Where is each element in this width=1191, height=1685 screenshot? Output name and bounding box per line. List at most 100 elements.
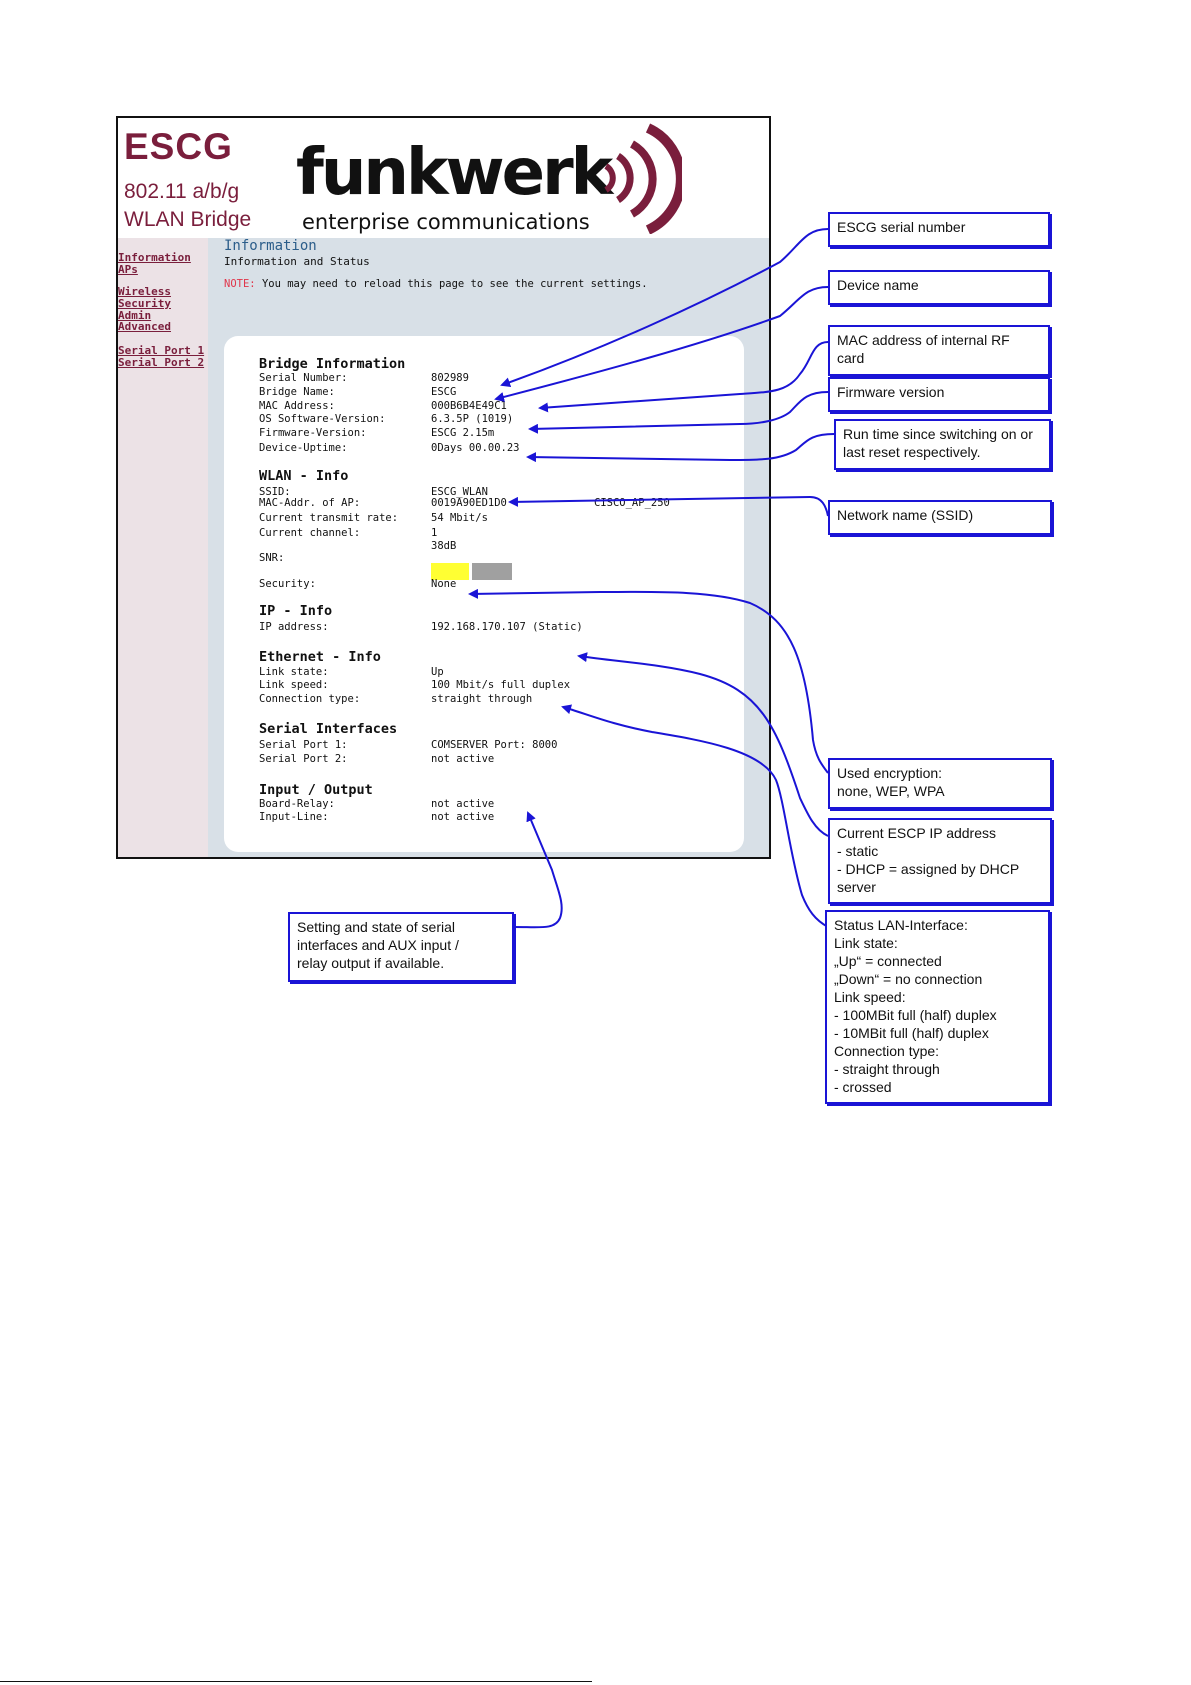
ip-address-value: 192.168.170.107 (Static)	[431, 621, 583, 633]
snr-bar-strength	[431, 563, 469, 580]
radio-waves-icon	[604, 123, 682, 234]
callout-serial-number: ESCG serial number	[828, 212, 1050, 247]
logo-tagline: enterprise communications	[302, 210, 590, 234]
callout-line: server	[837, 879, 876, 895]
nav-serial-port-2[interactable]: Serial Port 2	[118, 356, 205, 369]
board-relay-label: Board-Relay:	[259, 798, 335, 810]
callout-line: - DHCP = assigned by DHCP	[837, 861, 1020, 877]
security-value: None	[431, 578, 457, 590]
callout-mac-address: MAC address of internal RF card	[828, 325, 1050, 376]
callout-lan-status: Status LAN-Interface: Link state: „Up“ =…	[825, 910, 1050, 1104]
snr-label: SNR:	[259, 552, 285, 564]
product-subtitle-line1: 802.11 a/b/g	[124, 180, 240, 203]
callout-line: Current ESCP IP address	[837, 825, 997, 841]
ap-mac-value: 0019A90ED1D0	[431, 497, 507, 509]
os-version-value: 6.3.5P (1019)	[431, 413, 514, 425]
device-uptime-value: 0Days 00.00.23	[431, 442, 520, 454]
product-title: ESCG	[124, 126, 233, 167]
mac-address-value: 000B6B4E49C1	[431, 400, 507, 412]
link-speed-value: 100 Mbit/s full duplex	[431, 679, 571, 691]
callout-encryption: Used encryption: none, WEP, WPA	[828, 758, 1052, 809]
callout-ip-address: Current ESCP IP address - static - DHCP …	[828, 818, 1052, 904]
callout-line: Link speed:	[834, 989, 906, 1005]
ssid-value: ESCG_WLAN	[431, 486, 488, 498]
nav-information[interactable]: Information	[118, 251, 191, 264]
link-speed-label: Link speed:	[259, 679, 329, 691]
channel-label: Current channel:	[259, 527, 361, 539]
funkwerk-logo: funkwerk enterprise communications	[296, 122, 682, 236]
page-subtitle: Information and Status	[224, 255, 370, 268]
mac-address-label: MAC Address:	[259, 400, 335, 412]
serial-number-label: Serial Number:	[259, 372, 348, 384]
nav-serial-port-1[interactable]: Serial Port 1	[118, 344, 205, 357]
nav-advanced[interactable]: Advanced	[118, 320, 171, 333]
status-panel: Bridge Information Serial Number: 802989…	[224, 336, 744, 852]
link-state-label: Link state:	[259, 666, 329, 678]
product-subtitle-line2: WLAN Bridge	[124, 208, 252, 231]
ip-info-heading: IP - Info	[259, 603, 333, 619]
ethernet-info-heading: Ethernet - Info	[259, 649, 381, 665]
ap-name-value: CISCO_AP_250	[594, 497, 670, 509]
bridge-info-heading: Bridge Information	[259, 356, 406, 372]
callout-line: last reset respectively.	[843, 444, 981, 460]
serial-port-1-label: Serial Port 1:	[259, 739, 348, 751]
nav-security[interactable]: Security	[118, 297, 171, 310]
nav-wireless[interactable]: Wireless	[118, 285, 171, 298]
snr-bar-remaining	[472, 563, 512, 580]
input-line-value: not active	[431, 811, 495, 823]
callout-line: - crossed	[834, 1079, 892, 1095]
nav-admin[interactable]: Admin	[118, 309, 152, 322]
callout-line: ESCG serial number	[837, 219, 966, 235]
note-label: NOTE:	[224, 278, 256, 290]
serial-number-value: 802989	[431, 372, 469, 384]
callout-line: Status LAN-Interface:	[834, 917, 968, 933]
callout-line: Setting and state of serial	[297, 919, 455, 935]
input-line-label: Input-Line:	[259, 811, 329, 823]
security-label: Security:	[259, 578, 316, 590]
callout-line: - static	[837, 843, 879, 859]
snr-value: 38dB	[431, 540, 457, 552]
callout-line: Connection type:	[834, 1043, 940, 1059]
serial-port-2-value: not active	[431, 753, 495, 765]
callout-line: Link state:	[834, 935, 898, 951]
callout-line: Firmware version	[837, 384, 945, 400]
firmware-version-value: ESCG 2.15m	[431, 427, 495, 439]
page-divider	[0, 1681, 592, 1682]
ip-address-label: IP address:	[259, 621, 329, 633]
callout-line: MAC address of internal RF	[837, 332, 1010, 348]
callout-line: relay output if available.	[297, 955, 445, 971]
board-relay-value: not active	[431, 798, 495, 810]
callout-line: Run time since switching on or	[843, 426, 1033, 442]
callout-line: - 10MBit full (half) duplex	[834, 1025, 989, 1041]
note-text: You may need to reload this page to see …	[261, 278, 648, 290]
bridge-name-value: ESCG	[431, 386, 457, 398]
io-heading: Input / Output	[259, 782, 373, 798]
callout-line: interfaces and AUX input /	[297, 937, 459, 953]
page-title: Information	[224, 238, 317, 254]
callout-runtime: Run time since switching on or last rese…	[834, 419, 1051, 470]
callout-line: Network name (SSID)	[837, 507, 974, 523]
callout-line: - 100MBit full (half) duplex	[834, 1007, 997, 1023]
logo-wordmark: funkwerk	[296, 136, 613, 210]
ssid-label: SSID:	[259, 486, 291, 498]
product-subtitle: 802.11 a/b/g WLAN Bridge	[124, 178, 251, 234]
callout-line: Used encryption:	[837, 765, 943, 781]
callout-serial-io: Setting and state of serial interfaces a…	[288, 912, 514, 982]
nav-aps[interactable]: APs	[118, 263, 138, 276]
wlan-info-heading: WLAN - Info	[259, 468, 349, 484]
callout-device-name: Device name	[828, 270, 1050, 305]
bridge-name-label: Bridge Name:	[259, 386, 335, 398]
transmit-rate-label: Current transmit rate:	[259, 512, 399, 524]
callout-line: card	[837, 350, 865, 366]
callout-line: none, WEP, WPA	[837, 783, 945, 799]
link-state-value: Up	[431, 666, 444, 678]
os-version-label: OS Software-Version:	[259, 413, 386, 425]
callout-ssid: Network name (SSID)	[828, 500, 1052, 535]
serial-port-2-label: Serial Port 2:	[259, 753, 348, 765]
ui-screenshot: ESCG 802.11 a/b/g WLAN Bridge funkwerk e…	[116, 116, 771, 859]
callout-line: Device name	[837, 277, 919, 293]
callout-line: „Up“ = connected	[834, 953, 942, 969]
serial-port-1-value: COMSERVER Port: 8000	[431, 739, 558, 751]
callout-line: - straight through	[834, 1061, 940, 1077]
connection-type-label: Connection type:	[259, 693, 361, 705]
